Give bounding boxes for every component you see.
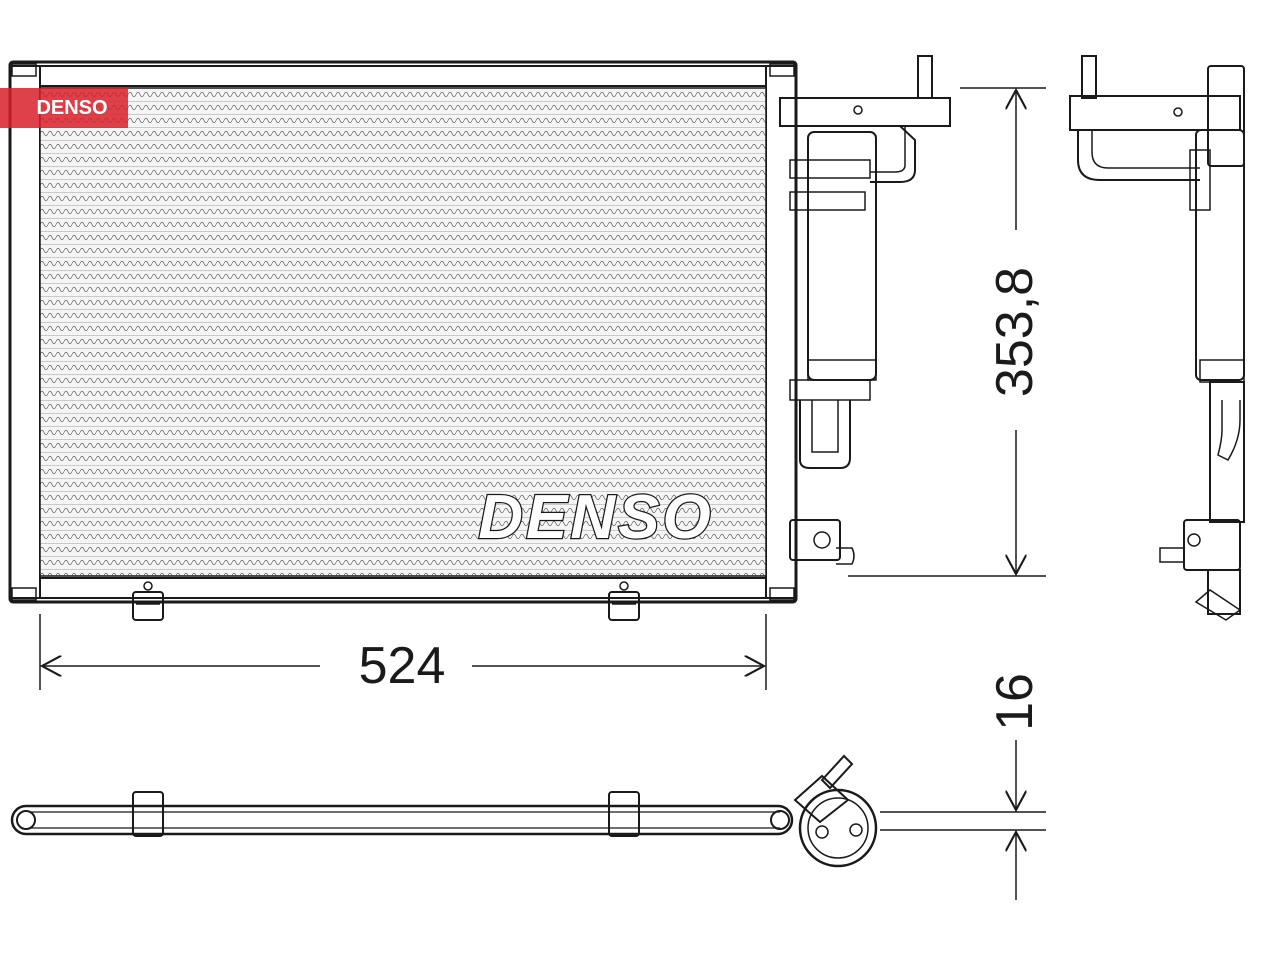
corner-plate-br (769, 587, 795, 601)
depth-dimension-label: 16 (986, 673, 1044, 731)
corner-plate-tl (11, 63, 37, 77)
side-view (1069, 55, 1245, 621)
denso-core-logo: DENSO (478, 483, 713, 552)
top-rail (39, 65, 767, 87)
front-view: DENSO DENSO (0, 55, 951, 621)
top-view (10, 754, 878, 868)
width-dimension: 524 (39, 614, 767, 695)
depth-dimension: 16 (880, 673, 1046, 900)
mounting-pin-right (608, 581, 640, 621)
bottom-rail (39, 577, 767, 599)
corner-plate-tr (769, 63, 795, 77)
height-dimension-label: 353,8 (986, 267, 1044, 397)
denso-badge: DENSO (0, 88, 128, 128)
condenser-core (39, 87, 767, 577)
width-dimension-label: 524 (359, 637, 446, 695)
right-header-tank (765, 65, 797, 599)
left-header-tank (9, 65, 41, 599)
mounting-pin-left (132, 581, 164, 621)
denso-badge-text: DENSO (36, 97, 107, 119)
corner-plate-bl (11, 587, 37, 601)
height-dimension: 353,8 (848, 87, 1046, 577)
receiver-drier-assembly (779, 55, 951, 565)
